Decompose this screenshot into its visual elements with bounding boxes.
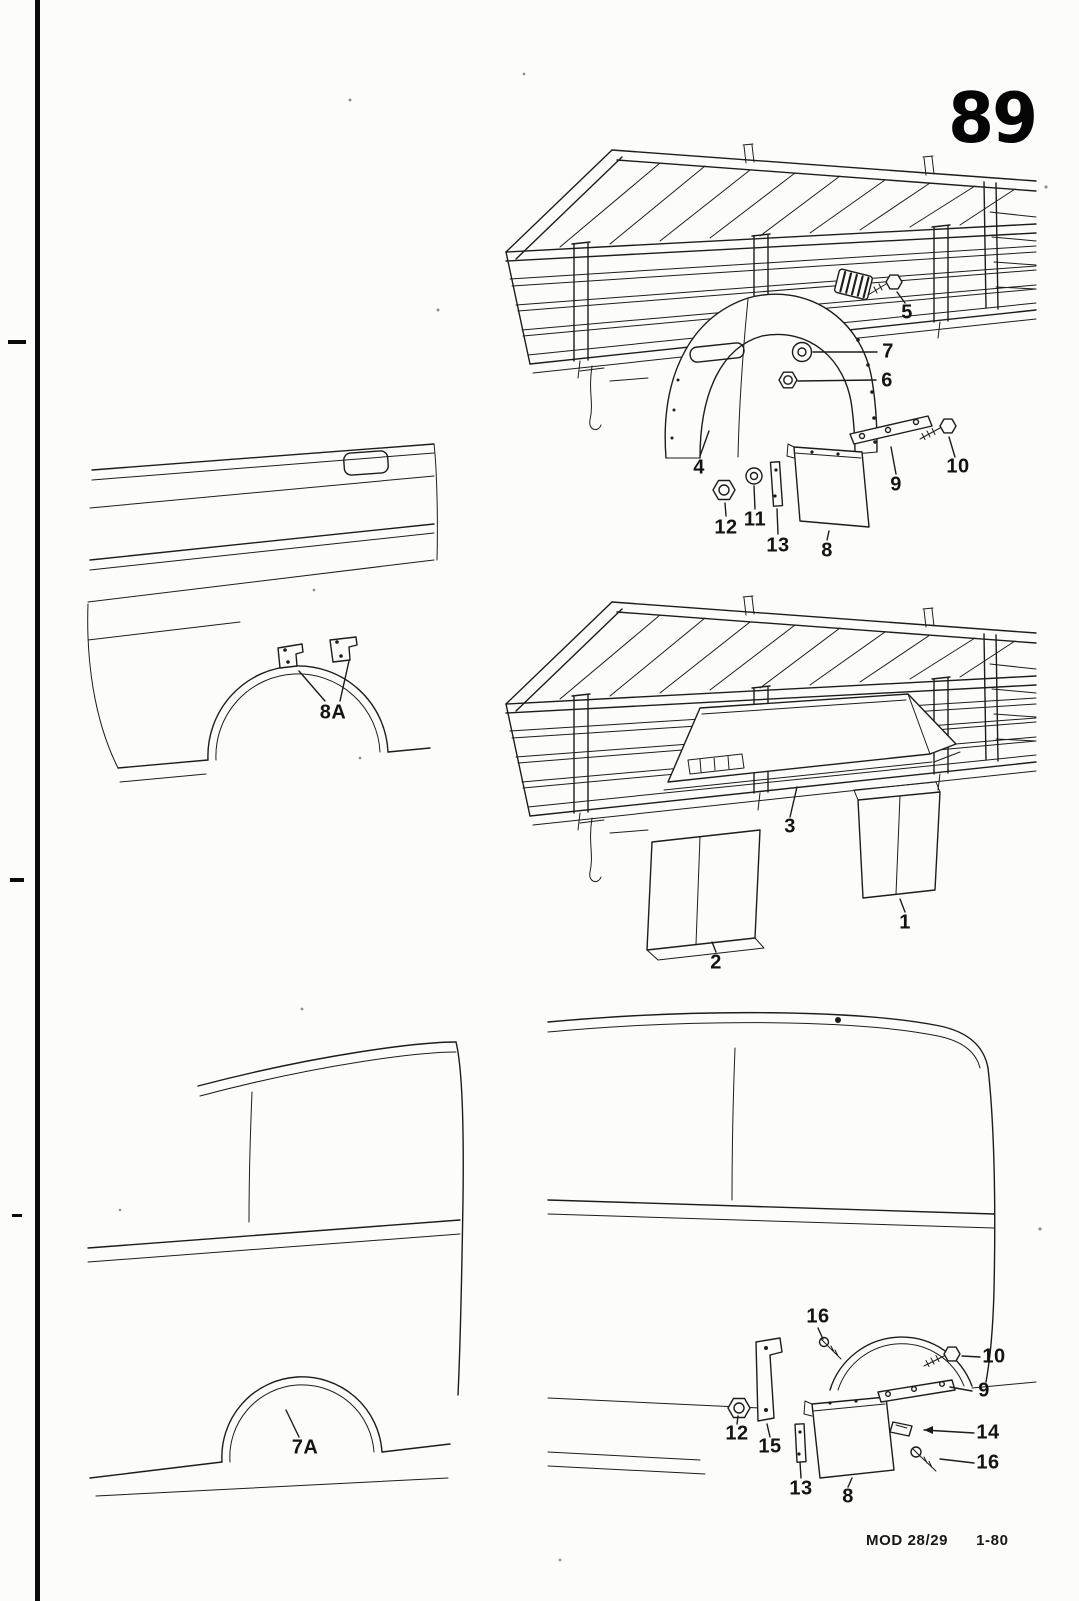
inner-panel-part2 <box>646 829 765 961</box>
bracket-part8a-left <box>277 643 304 669</box>
scan-mark <box>12 1214 22 1217</box>
mounting-strip-part9 <box>849 415 933 445</box>
scan-mark <box>10 878 24 882</box>
screw-part16-lower <box>910 1446 937 1472</box>
mud-flap-part8 <box>786 443 870 528</box>
callout-leader-lines <box>285 291 981 1488</box>
mud-flap-part8-van <box>803 1396 895 1479</box>
bracket-part15 <box>755 1337 783 1422</box>
callout-7: 7 <box>882 340 894 363</box>
callout-16-lower: 16 <box>976 1451 1000 1474</box>
hex-nut-part12 <box>712 479 736 501</box>
callout-8-van: 8 <box>842 1485 854 1508</box>
illustration-van-rear-quarter-right <box>547 1011 1037 1475</box>
callout-5: 5 <box>901 301 913 324</box>
callout-4: 4 <box>693 456 705 479</box>
outer-panel-part1 <box>853 781 941 899</box>
callout-6: 6 <box>881 369 893 392</box>
callout-14: 14 <box>976 1421 1000 1444</box>
callout-10-van: 10 <box>982 1345 1006 1368</box>
callout-1: 1 <box>899 911 911 934</box>
callout-3: 3 <box>784 815 796 838</box>
scan-mark <box>8 340 26 344</box>
callout-7a: 7A <box>291 1436 319 1459</box>
wheel-housing-liner-part4 <box>664 293 878 459</box>
illustration-pickup-rear-quarter <box>87 443 438 783</box>
spacer-plate-part13 <box>769 461 784 507</box>
footer: MOD 28/29 1-80 <box>866 1532 1009 1549</box>
page-number: 89 <box>948 78 1038 159</box>
callout-10: 10 <box>946 455 970 478</box>
callout-12: 12 <box>714 516 738 539</box>
bracket-part8a-right <box>329 636 358 663</box>
illustration-van-rear-quarter-left <box>87 1041 464 1497</box>
callout-8a: 8A <box>319 701 347 724</box>
callout-9-van: 9 <box>978 1379 990 1402</box>
clip-part14 <box>889 1421 913 1437</box>
screw-part16-upper <box>818 1336 842 1360</box>
hex-bolt-part5 <box>867 274 903 296</box>
callout-2: 2 <box>710 951 722 974</box>
footer-model-code: MOD 28/29 <box>866 1532 949 1549</box>
washer-part7 <box>791 341 813 363</box>
callout-8: 8 <box>821 539 833 562</box>
footer-date-code: 1-80 <box>976 1532 1009 1549</box>
callout-11: 11 <box>743 508 767 531</box>
wheel-box-cover-part3 <box>663 693 961 791</box>
hex-nut-part6 <box>778 371 798 389</box>
mounting-strip-part9-van <box>877 1379 956 1403</box>
spacer-plate-part13-van <box>794 1423 807 1463</box>
hex-bolt-part10 <box>919 418 957 440</box>
callout-15: 15 <box>758 1435 782 1458</box>
hex-nut-part12-van <box>727 1397 751 1419</box>
callout-9: 9 <box>890 473 902 496</box>
callout-13-van: 13 <box>789 1477 813 1500</box>
clamp-part5 <box>833 268 873 301</box>
page-binding-edge <box>35 0 40 1601</box>
callout-12-van: 12 <box>725 1422 749 1445</box>
washer-part11 <box>745 467 763 485</box>
callout-16-upper: 16 <box>806 1305 830 1328</box>
scan-specks <box>118 72 1048 1562</box>
callout-13: 13 <box>766 534 790 557</box>
hex-bolt-part10-van <box>923 1346 961 1367</box>
